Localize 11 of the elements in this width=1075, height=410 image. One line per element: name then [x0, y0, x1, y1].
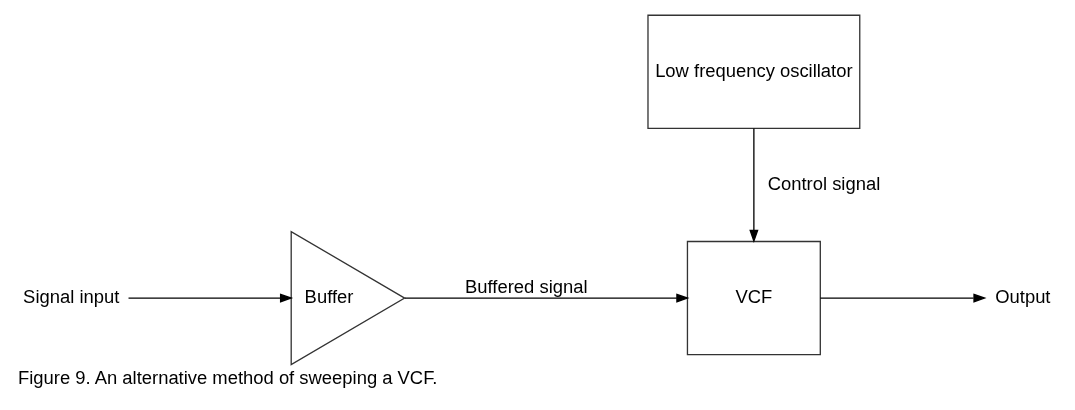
arrow: [819, 293, 987, 303]
arrow: [404, 293, 690, 303]
arrow: [749, 127, 759, 243]
edge-label: Buffered signal: [465, 276, 588, 298]
caption: Figure 9. An alternative method of sweeping a VCF.: [17, 367, 438, 389]
node-box: VCF: [686, 240, 821, 356]
edge-label: Control signal: [767, 173, 881, 195]
arrow: [127, 293, 294, 303]
node-text: Signal input: [23, 285, 120, 307]
node-box: Low frequency oscillator: [647, 14, 861, 130]
node-text: Output: [995, 285, 1051, 307]
